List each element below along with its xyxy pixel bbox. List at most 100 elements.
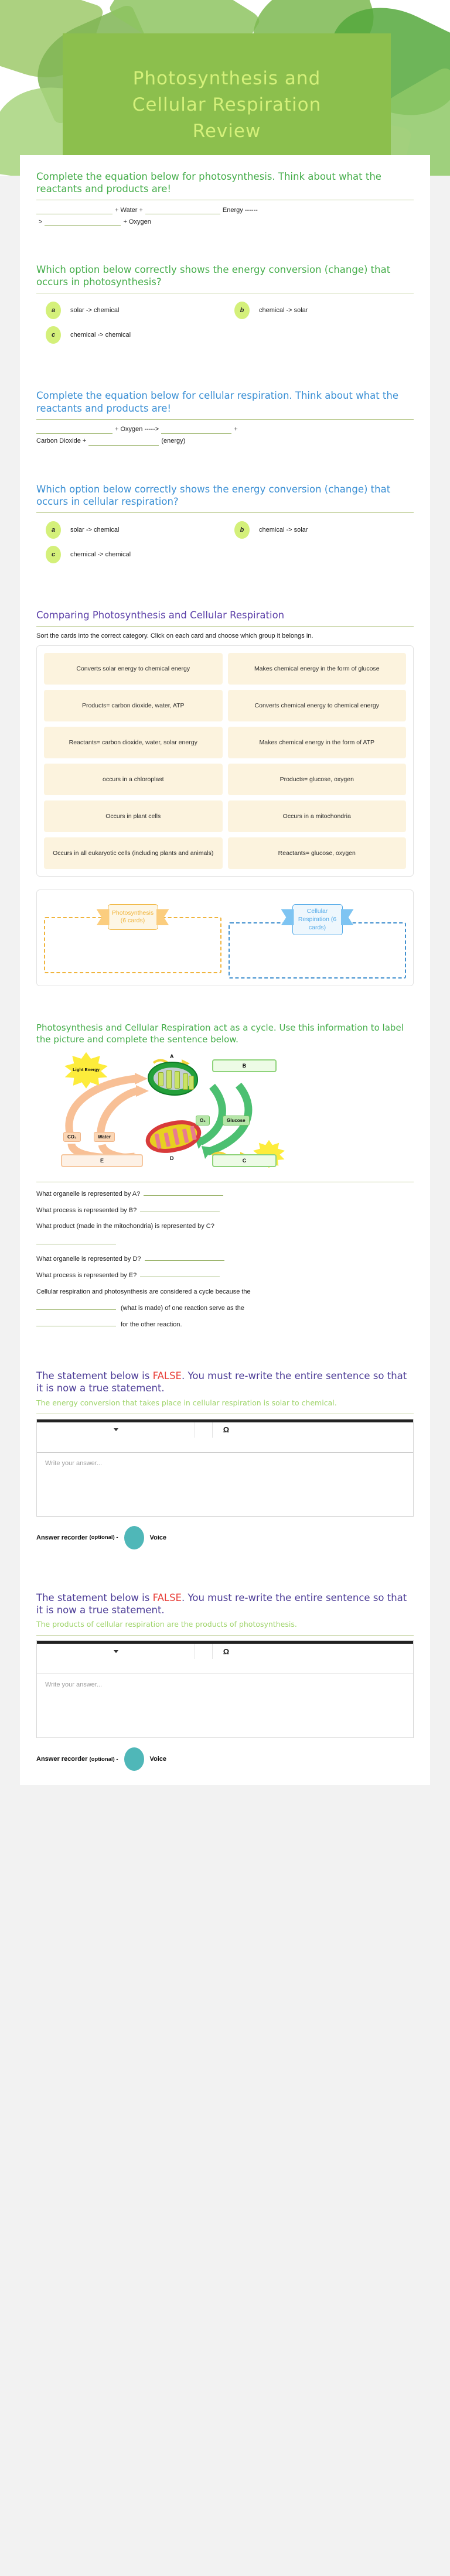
sortable-card[interactable]: Occurs in plant cells	[44, 800, 223, 833]
option-c[interactable]: c chemical -> chemical	[36, 326, 225, 344]
option-a[interactable]: a solar -> chemical	[36, 521, 225, 539]
cycle-question-d: What organelle is represented by D?	[36, 1255, 141, 1263]
sorting-instructions: Sort the cards into the correct category…	[36, 632, 313, 639]
category-drop-zones: Photosynthesis (6 cards) Cellular Respir…	[36, 890, 414, 987]
option-label: chemical -> chemical	[70, 331, 131, 339]
recorder-optional-label: (optional) -	[89, 1534, 118, 1541]
chevron-down-icon	[113, 1428, 118, 1432]
answer-textarea-1[interactable]: Write your answer...	[37, 1452, 413, 1516]
question-2-prompt: Which option below correctly shows the e…	[36, 264, 391, 288]
page-title-line-3: Review	[192, 120, 261, 142]
equation-text-energy: (energy)	[161, 437, 186, 445]
microphone-record-button[interactable]	[124, 1747, 144, 1771]
sorting-heading: Comparing Photosynthesis and Cellular Re…	[36, 609, 285, 621]
answer-blank-c[interactable]	[36, 1237, 116, 1245]
label-box-b[interactable]: B	[212, 1059, 277, 1072]
sortable-card[interactable]: Products= carbon dioxide, water, ATP	[44, 690, 223, 722]
label-box-e[interactable]: E	[61, 1154, 143, 1167]
microphone-record-button[interactable]	[124, 1525, 144, 1549]
font-select[interactable]	[37, 1644, 195, 1660]
blank-input-1[interactable]	[36, 426, 112, 434]
sortable-card[interactable]: Reactants= glucose, oxygen	[227, 837, 406, 870]
false-1-heading-part-1: The statement below is	[36, 1370, 153, 1382]
answer-blank-d[interactable]	[144, 1253, 224, 1261]
answer-blank-e[interactable]	[140, 1270, 220, 1277]
option-b[interactable]: b chemical -> solar	[225, 521, 414, 539]
option-key-bubble: a	[46, 302, 61, 320]
option-key-bubble: a	[46, 521, 61, 539]
option-b[interactable]: b chemical -> solar	[225, 302, 414, 320]
false-1-heading: The statement below is FALSE. You must r…	[36, 1370, 414, 1394]
blank-input-2[interactable]	[145, 206, 220, 215]
category-photosynthesis: Photosynthesis (6 cards)	[44, 898, 221, 979]
tag-glucose: Glucose	[223, 1115, 250, 1125]
sortable-card[interactable]: Reactants= carbon dioxide, water, solar …	[44, 727, 223, 759]
question-respiration-energy-conversion: Which option below correctly shows the e…	[36, 468, 414, 573]
page-title-line-2: Cellular Respiration	[132, 94, 322, 116]
special-character-button[interactable]: Ω	[223, 1425, 230, 1435]
answer-blank-a[interactable]	[144, 1188, 224, 1196]
recorder-voice-label: Voice	[149, 1534, 167, 1541]
page-title: Photosynthesis and Cellular Respiration …	[63, 33, 391, 176]
option-label: chemical -> chemical	[70, 550, 131, 558]
equation-text-energy: Energy ------	[222, 206, 258, 214]
blank-input-1[interactable]	[36, 206, 112, 215]
special-character-button[interactable]: Ω	[223, 1647, 230, 1656]
sortable-card[interactable]: Converts chemical energy to chemical ene…	[227, 690, 406, 722]
answer-textarea-2[interactable]: Write your answer...	[37, 1674, 413, 1738]
category-cellular-respiration: Cellular Respiration (6 cards)	[229, 898, 406, 979]
editor-topbar	[37, 1419, 413, 1422]
option-key-bubble: b	[234, 302, 250, 320]
cycle-prompt: Photosynthesis and Cellular Respiration …	[36, 1022, 404, 1045]
option-a[interactable]: a solar -> chemical	[36, 302, 225, 320]
blank-input-3[interactable]	[88, 437, 159, 446]
cycle-sentence-part-3: for the other reaction.	[121, 1321, 182, 1328]
equation-text-carbon-dioxide: Carbon Dioxide +	[36, 437, 87, 445]
false-1-statement: The energy conversion that takes place i…	[36, 1398, 337, 1407]
sortable-card[interactable]: Makes chemical energy in the form of glu…	[227, 653, 406, 685]
question-4-prompt: Which option below correctly shows the e…	[36, 483, 391, 507]
false-2-statement: The products of cellular respiration are…	[36, 1620, 297, 1629]
tag-o2: O₂	[196, 1115, 210, 1125]
sortable-card[interactable]: Occurs in a mitochondria	[227, 800, 406, 833]
sortable-card[interactable]: occurs in a chloroplast	[44, 764, 223, 796]
answer-blank-reactants[interactable]	[36, 1319, 116, 1326]
rich-text-editor-1: Ω Write your answer...	[36, 1418, 414, 1517]
cycle-question-b: What process is represented by B?	[36, 1206, 137, 1214]
equation-respiration: + Oxygen -----> + Carbon Dioxide + (ener…	[36, 422, 414, 447]
option-c[interactable]: c chemical -> chemical	[36, 545, 225, 563]
category-label-cellular-respiration: Cellular Respiration (6 cards)	[292, 904, 343, 936]
equation-text-water: + Water +	[115, 206, 143, 214]
recorder-label: Answer recorder	[36, 1756, 88, 1763]
divider	[36, 512, 414, 513]
cycle-short-answers: What organelle is represented by A? What…	[36, 1185, 414, 1333]
question-1-prompt: Complete the equation below for photosyn…	[36, 171, 381, 195]
false-1-keyword: FALSE	[152, 1370, 182, 1382]
cycle-question-c: What product (made in the mitochondria) …	[36, 1223, 214, 1230]
answer-blank-b[interactable]	[140, 1205, 220, 1212]
category-label-photosynthesis: Photosynthesis (6 cards)	[107, 904, 158, 930]
cycle-diagram-activity: Photosynthesis and Cellular Respiration …	[36, 1007, 414, 1332]
cycle-sentence-part-2: (what is made) of one reaction serve as …	[121, 1304, 244, 1312]
question-photosynthesis-energy-conversion: Which option below correctly shows the e…	[36, 248, 414, 353]
answer-options-q2: a solar -> chemical b chemical -> solar …	[36, 296, 414, 353]
answer-blank-products[interactable]	[36, 1302, 116, 1310]
cycle-question-a: What organelle is represented by A?	[36, 1190, 141, 1198]
question-photosynthesis-equation: Complete the equation below for photosyn…	[36, 155, 414, 227]
sorting-activity: Comparing Photosynthesis and Cellular Re…	[36, 594, 414, 987]
diagram-letter-a: A	[170, 1053, 174, 1059]
blank-input-2[interactable]	[161, 426, 232, 434]
option-key-bubble: c	[46, 545, 61, 563]
equation-plus: +	[234, 426, 238, 433]
tag-co2: CO₂	[63, 1131, 81, 1142]
label-box-c[interactable]: C	[212, 1154, 277, 1167]
sortable-card[interactable]: Products= glucose, oxygen	[227, 764, 406, 796]
font-select[interactable]	[37, 1422, 195, 1438]
sortable-card[interactable]: Converts solar energy to chemical energy	[44, 653, 223, 685]
answer-recorder-1: Answer recorder (optional) - Voice	[36, 1517, 414, 1562]
false-2-heading-part-1: The statement below is	[36, 1592, 153, 1603]
sortable-card[interactable]: Makes chemical energy in the form of ATP	[227, 727, 406, 759]
sortable-card[interactable]: Occurs in all eukaryotic cells (includin…	[44, 837, 223, 870]
cycle-sentence-part-1: Cellular respiration and photosynthesis …	[36, 1288, 251, 1295]
blank-input-3[interactable]	[45, 218, 121, 227]
